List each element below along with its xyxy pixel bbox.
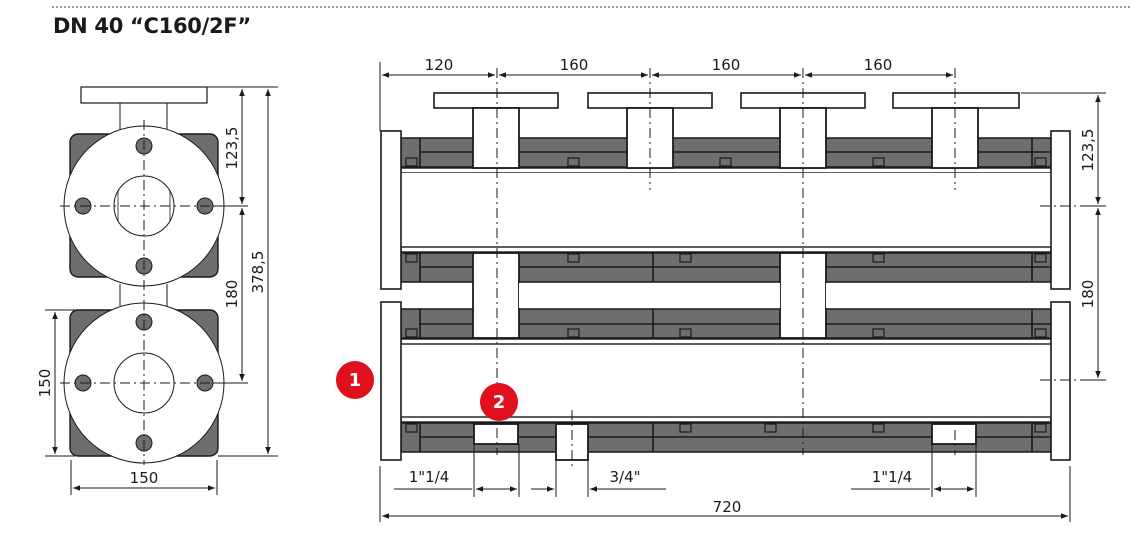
front-dim-120: 120 — [425, 56, 454, 74]
front-dim-720: 720 — [713, 498, 742, 516]
side-dim-150-horizontal: 150 — [130, 469, 159, 487]
side-view — [45, 86, 278, 495]
front-dim-160-b: 160 — [712, 56, 741, 74]
front-dim-middle-connection: 3/4" — [609, 468, 640, 486]
page-title: DN 40 “C160/2F” — [53, 14, 251, 38]
side-top-flange — [80, 86, 208, 104]
callout-badge-2: 2 — [480, 383, 518, 421]
side-dim-180: 180 — [223, 280, 241, 309]
side-dim-378-5: 378,5 — [249, 251, 267, 294]
side-dim-123-5: 123,5 — [223, 127, 241, 170]
side-dim-150-vertical: 150 — [36, 369, 54, 398]
front-dim-123-5: 123,5 — [1079, 129, 1097, 172]
top-divider — [52, 6, 1130, 8]
front-dim-right-connection: 1"1/4 — [872, 468, 913, 486]
front-dim-left-connection: 1"1/4 — [409, 468, 450, 486]
front-view — [379, 62, 1106, 522]
front-dim-180: 180 — [1079, 280, 1097, 309]
front-dim-160-c: 160 — [864, 56, 893, 74]
callout-badge-1: 1 — [336, 361, 374, 399]
top-connections — [433, 92, 1020, 109]
front-dim-160-a: 160 — [560, 56, 589, 74]
